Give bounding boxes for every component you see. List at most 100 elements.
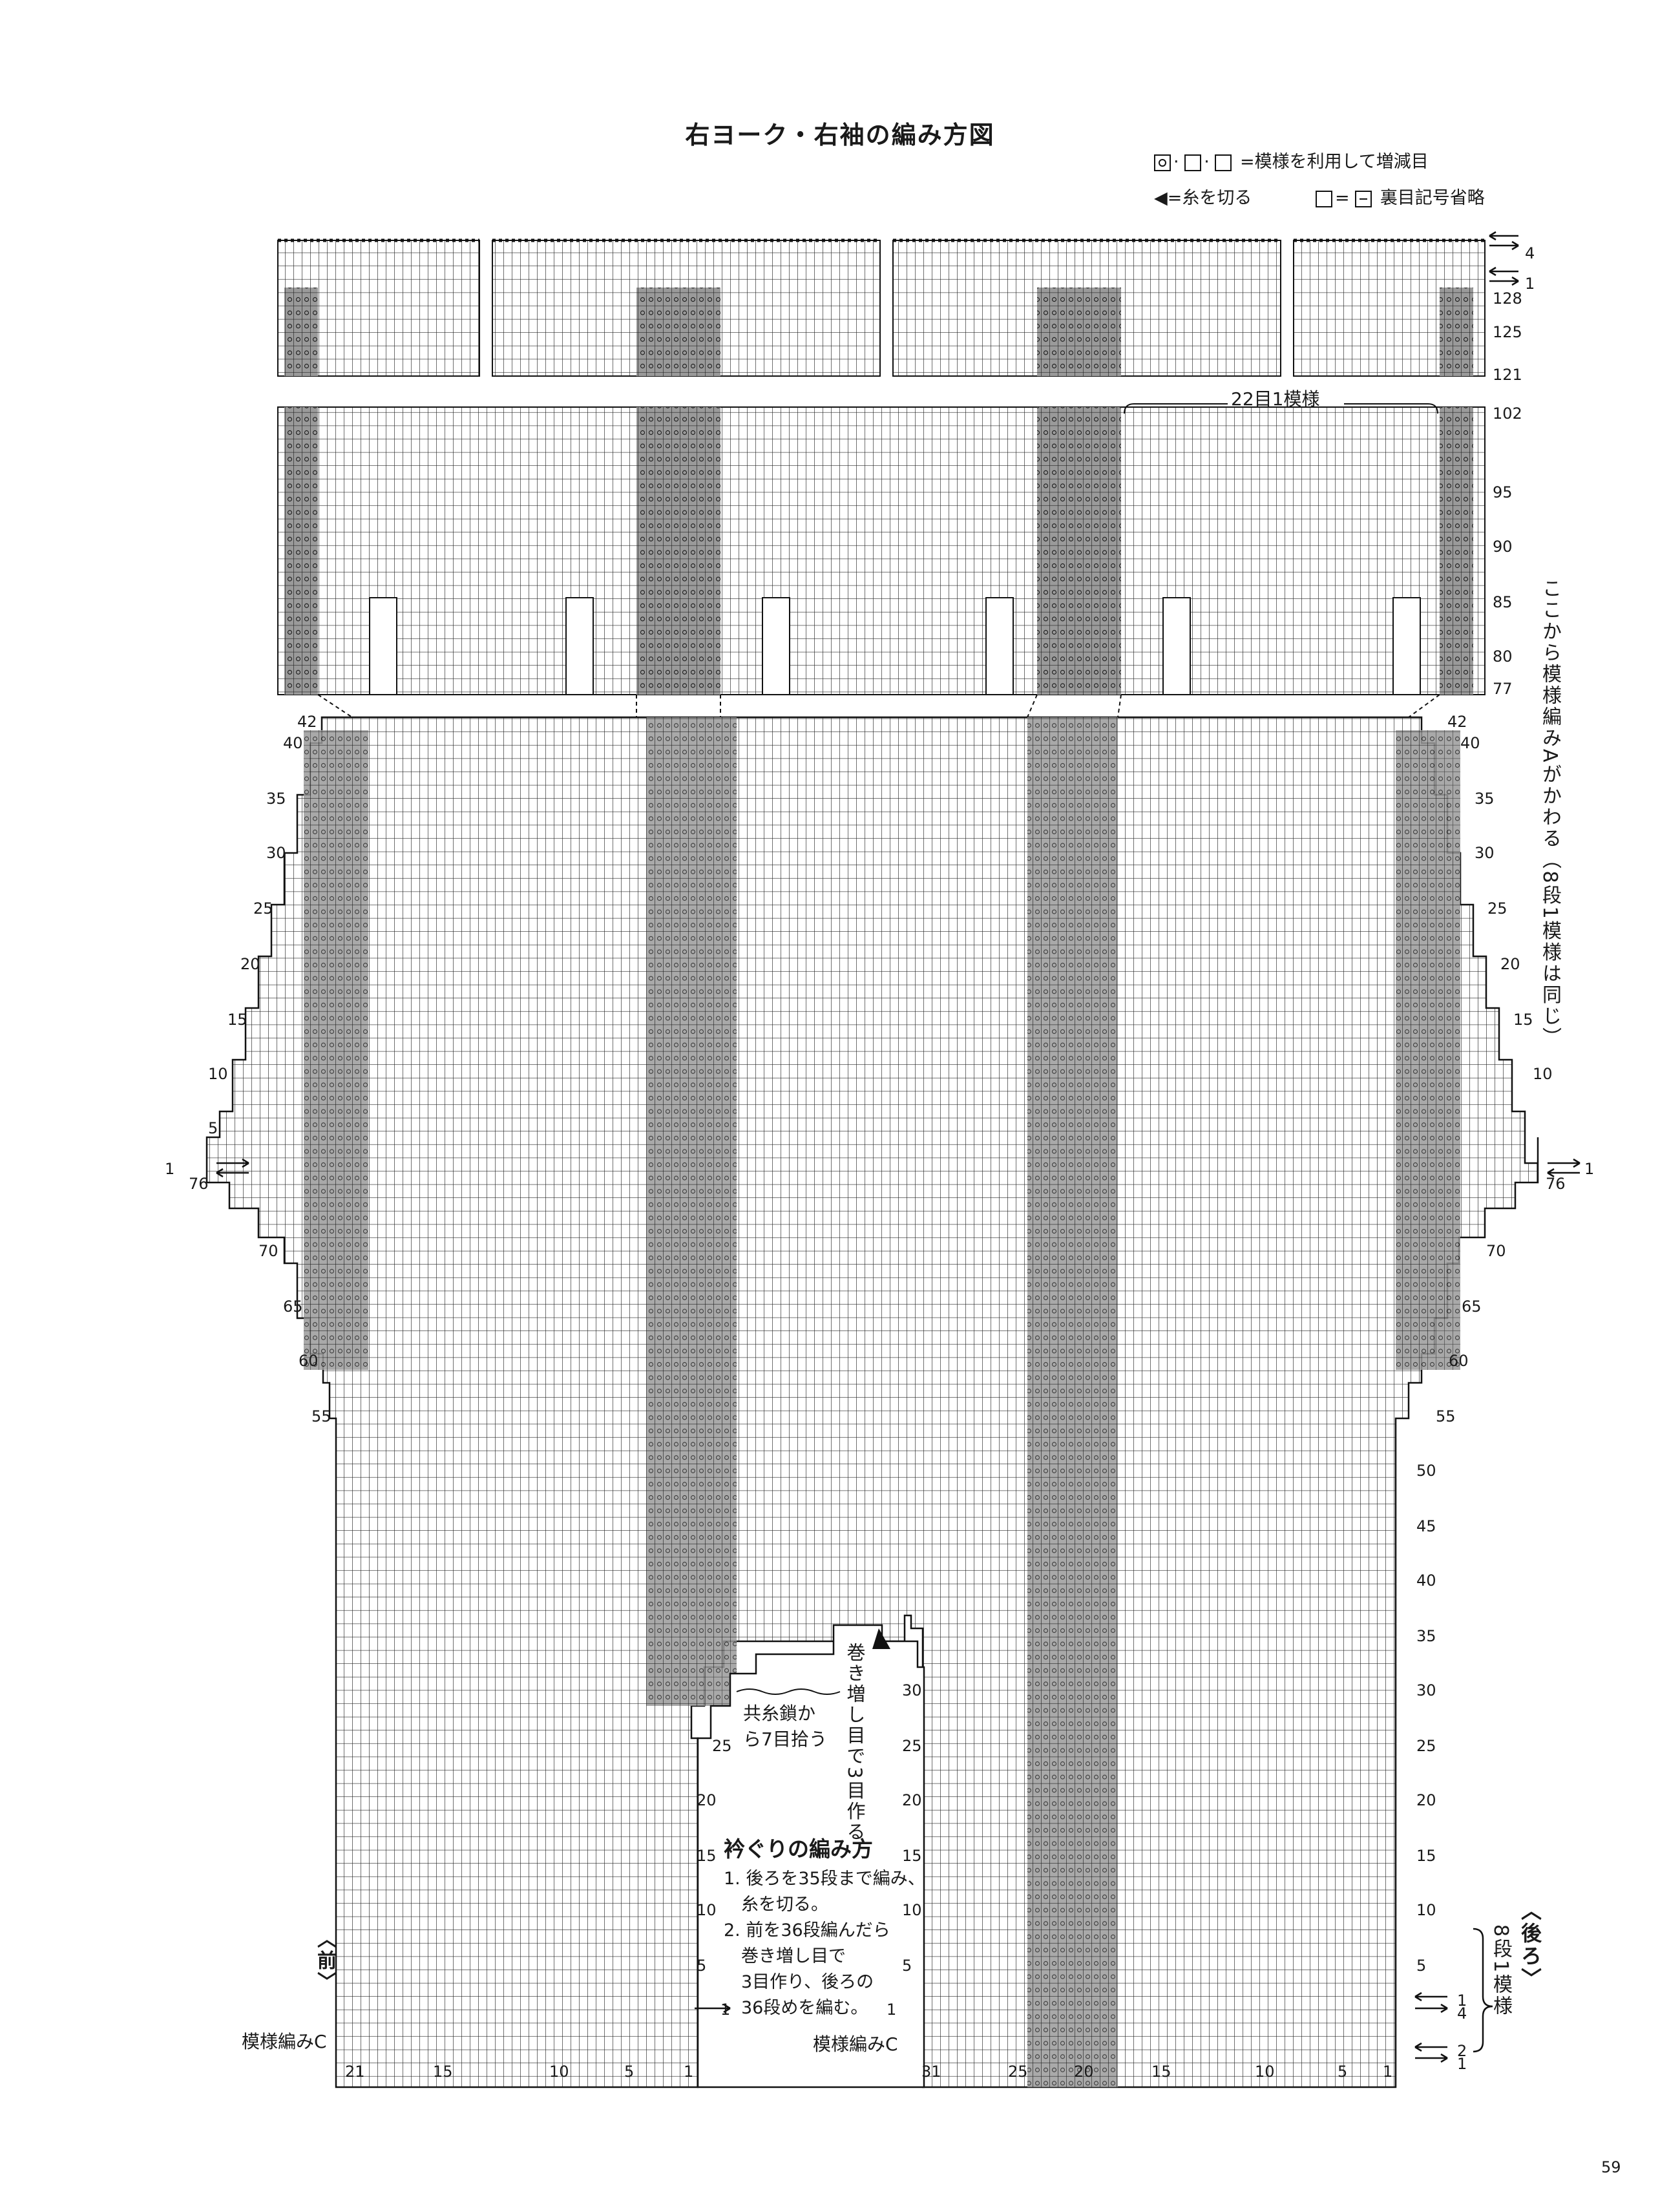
- circle-stitch-icon: [1154, 154, 1171, 171]
- row-label-right: 45: [1416, 1517, 1436, 1535]
- col-label-front: 10: [549, 2063, 569, 2081]
- row-label-right: 30: [1475, 844, 1495, 862]
- row-label-left: 20: [240, 955, 260, 973]
- col-label-back: 25: [1008, 2063, 1028, 2081]
- legend-cut-yarn: ◀=糸を切る: [1154, 184, 1252, 209]
- row-label-right: 50: [1416, 1462, 1436, 1480]
- row-label-right: 35: [1475, 790, 1495, 808]
- row-label-right: 76: [1546, 1175, 1566, 1193]
- neck-instructions: 衿ぐりの編み方 1. 後ろを35段まで編み、 糸を切る。 2. 前を36段編んだ…: [724, 1836, 956, 2021]
- neck-step: 3目作り、後ろの: [724, 1972, 874, 1992]
- row-label-left: 5: [208, 1119, 218, 1137]
- row-label: 80: [1493, 647, 1513, 666]
- row-label-left: 35: [266, 790, 286, 808]
- neck-row-label: 30: [902, 1681, 922, 1699]
- legend-increase: · · =模様を利用して増減目: [1154, 147, 1429, 173]
- row-label: 95: [1493, 483, 1513, 501]
- neck-row-label: 15: [902, 1847, 922, 1865]
- row-label: 77: [1493, 680, 1513, 698]
- neck-step: 2. 前を36段編んだら: [724, 1920, 890, 1940]
- sleeve-body: [205, 716, 1539, 2088]
- purl-icon: [1355, 190, 1372, 207]
- decrease-left-icon: [1184, 154, 1202, 171]
- row-label-right: 25: [1487, 899, 1507, 918]
- row-label: 121: [1493, 366, 1522, 384]
- cast-on-note: 巻き増し目で3目作る: [844, 1643, 866, 1843]
- neck-step: 1. 後ろを35段まで編み、: [724, 1869, 925, 1889]
- arrow-num: 2: [1457, 2042, 1467, 2060]
- legend-purl-text: 裏目記号省略: [1380, 188, 1485, 208]
- row-label-right: 42: [1447, 713, 1467, 731]
- pattern-change-note: ここから模様編みAがかわる（8段1模様は同じ）: [1538, 578, 1561, 1049]
- neck-step: 糸を切る。: [724, 1895, 828, 1915]
- row-label-left: 42: [297, 713, 317, 731]
- row-label-right: 30: [1416, 1681, 1436, 1699]
- legend-cut-text: ◀=糸を切る: [1154, 188, 1252, 208]
- row-label-right: 65: [1462, 1298, 1482, 1316]
- neck-step: 巻き増し目で: [724, 1946, 846, 1966]
- yoke-top-block: [277, 238, 1486, 377]
- row-label-right: 10: [1416, 1901, 1436, 1919]
- yoke-middle-block: [277, 403, 1486, 695]
- row-label-left: 30: [266, 844, 286, 862]
- row-arrows: [216, 231, 1580, 2063]
- neck-row-label: 5: [902, 1957, 912, 1975]
- neck-title: 衿ぐりの編み方: [724, 1836, 873, 1862]
- col-label-back: 15: [1151, 2063, 1171, 2081]
- col-label-back: 10: [1255, 2063, 1275, 2081]
- front-label: 〈前〉: [313, 1929, 336, 1993]
- neck-row-label: 1: [720, 2001, 731, 2019]
- col-label-front: 1: [684, 2063, 694, 2081]
- row-label-left: 40: [283, 734, 303, 752]
- repeat-label: 22目1模様: [1231, 388, 1320, 410]
- row-label: 128: [1493, 289, 1522, 308]
- page-number: 59: [1601, 2158, 1621, 2176]
- neck-row-label: 15: [697, 1847, 717, 1865]
- row-label-left: 76: [189, 1175, 209, 1193]
- row-label: 1: [1525, 275, 1535, 293]
- neck-row-label: 20: [697, 1791, 717, 1809]
- row-label-right: 20: [1416, 1791, 1436, 1809]
- col-label-front: 15: [433, 2063, 453, 2081]
- arrow-num: 4: [1457, 2004, 1467, 2023]
- row-label-right: 40: [1416, 1572, 1436, 1590]
- neck-row-label: 1: [887, 2001, 897, 2019]
- neck-row-label: 25: [712, 1737, 732, 1755]
- row-label: 102: [1493, 405, 1522, 423]
- diagram-title: 右ヨーク・右袖の編み方図: [685, 121, 995, 149]
- row-label-right: 5: [1416, 1957, 1427, 1975]
- row-label-right: 15: [1513, 1011, 1533, 1029]
- neck-row-label: 25: [902, 1737, 922, 1755]
- neck-pickup-note: 共糸鎖から7目拾う: [743, 1703, 827, 1750]
- row-label-right: 25: [1416, 1737, 1436, 1755]
- row-label-left: 60: [299, 1352, 319, 1370]
- row-label-right: 1: [1584, 1160, 1595, 1178]
- row-label-left: 70: [258, 1242, 278, 1260]
- repeat-8-label: 8段1模様: [1489, 1924, 1512, 2017]
- row-label-right: 10: [1533, 1065, 1553, 1083]
- neck-row-label: 10: [902, 1901, 922, 1919]
- back-label: 〈後ろ〉: [1518, 1900, 1542, 1990]
- blank-cell-icon: [1316, 190, 1332, 207]
- row-label: 90: [1493, 538, 1513, 556]
- col-label-back: 20: [1074, 2063, 1094, 2081]
- row-label-right: 60: [1449, 1352, 1469, 1370]
- row-label-right: 40: [1460, 734, 1480, 752]
- row-label-left: 15: [227, 1011, 247, 1029]
- col-label-front: 21: [345, 2063, 365, 2081]
- neck-step: 36段めを編む。: [724, 1998, 868, 2018]
- col-label-front: 5: [624, 2063, 635, 2081]
- row-label: 4: [1525, 244, 1535, 262]
- arrow-num: 1: [1457, 2055, 1467, 2073]
- col-label-back: 5: [1338, 2063, 1348, 2081]
- row-label-right: 20: [1500, 955, 1520, 973]
- row-label-right: 35: [1416, 1627, 1436, 1645]
- row-label-right: 15: [1416, 1847, 1436, 1865]
- row-label: 85: [1493, 593, 1513, 611]
- row-label-left: 55: [311, 1407, 331, 1425]
- row-label-right: 55: [1436, 1407, 1456, 1425]
- neck-row-label: 5: [697, 1957, 707, 1975]
- row-label: 125: [1493, 323, 1522, 341]
- decrease-right-icon: [1215, 154, 1232, 171]
